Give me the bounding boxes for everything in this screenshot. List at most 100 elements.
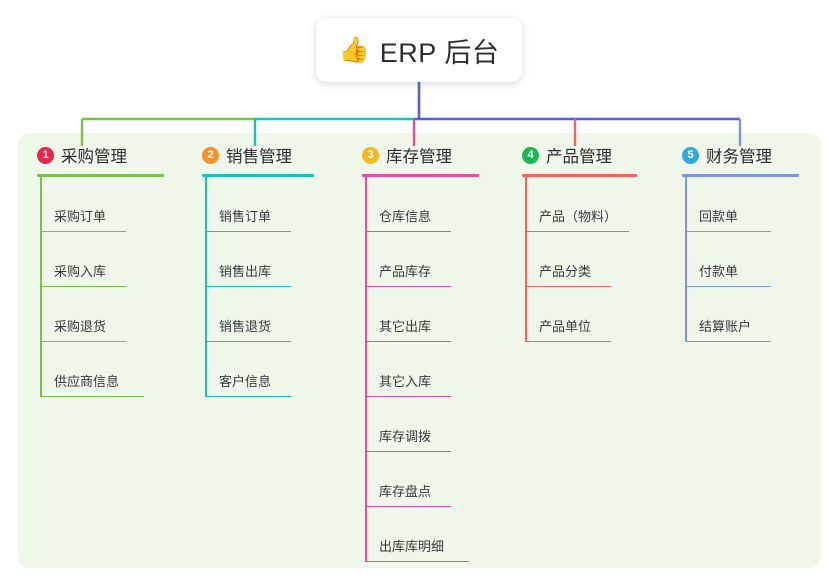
- branch-column-2: 2 销售管理销售订单销售出库销售退货客户信息: [183, 133, 343, 568]
- branch-item[interactable]: 库存调拨: [343, 397, 503, 452]
- branch-underline: [522, 174, 637, 177]
- branch-column-3: 3 库存管理仓库信息产品库存其它出库其它入库库存调拨库存盘点出库库明细: [343, 133, 503, 568]
- branch-column-4: 4 产品管理产品（物料） 产品分类产品单位: [503, 133, 663, 568]
- branch-item-label: 付款单: [699, 264, 739, 280]
- branch-item[interactable]: 库存盘点: [343, 452, 503, 507]
- branch-item-underline: [205, 285, 291, 287]
- branch-item-label: 销售订单: [219, 209, 272, 225]
- branch-spine: [40, 177, 42, 397]
- branch-item[interactable]: 采购退货: [18, 287, 183, 342]
- branch-item-label: 产品（物料）: [539, 209, 618, 225]
- branch-item[interactable]: 销售订单: [183, 177, 343, 232]
- branch-item[interactable]: 其它入库: [343, 342, 503, 397]
- branch-item-underline: [525, 340, 611, 342]
- branch-item-underline: [40, 285, 126, 287]
- root-node[interactable]: 👍 ERP 后台: [316, 18, 522, 82]
- branch-item-underline: [685, 230, 771, 232]
- branch-item-label: 采购退货: [54, 319, 107, 335]
- branch-number-badge: 4: [522, 146, 539, 164]
- branch-item-label: 出库库明细: [379, 539, 445, 555]
- branch-item-underline: [685, 285, 771, 287]
- branch-item[interactable]: 产品（物料）: [503, 177, 663, 232]
- branch-item-underline: [40, 395, 144, 397]
- branch-item-label: 产品单位: [539, 319, 592, 335]
- branch-label: 产品管理: [546, 148, 612, 166]
- branch-item[interactable]: 产品单位: [503, 287, 663, 342]
- branch-columns: 1 采购管理采购订单采购入库采购退货供应商信息 2 销售管理销售订单销售出库销售退货客…: [18, 133, 821, 568]
- branch-items: 仓库信息产品库存其它出库其它入库库存调拨库存盘点出库库明细: [343, 177, 503, 562]
- branch-item-label: 销售退货: [219, 319, 272, 335]
- branch-header-3[interactable]: 3 库存管理: [343, 133, 503, 177]
- branch-item-label: 其它入库: [379, 374, 432, 390]
- branch-label: 库存管理: [386, 148, 452, 166]
- branch-spine: [205, 177, 207, 397]
- branch-column-1: 1 采购管理采购订单采购入库采购退货供应商信息: [18, 133, 183, 568]
- branch-item-underline: [40, 230, 126, 232]
- root-title: ERP 后台: [379, 37, 500, 68]
- branch-item[interactable]: 销售退货: [183, 287, 343, 342]
- branch-item-underline: [365, 230, 451, 232]
- branch-item[interactable]: 客户信息: [183, 342, 343, 397]
- branch-item-label: 仓库信息: [379, 209, 432, 225]
- branches-panel: [18, 133, 821, 568]
- branch-number-badge: 2: [202, 146, 219, 164]
- branch-item-underline: [365, 285, 451, 287]
- branch-number-badge: 1: [37, 146, 54, 164]
- branch-number-badge: 5: [682, 146, 699, 164]
- branch-items: 销售订单销售出库销售退货客户信息: [183, 177, 343, 397]
- branch-item[interactable]: 供应商信息: [18, 342, 183, 397]
- branch-item[interactable]: 其它出库: [343, 287, 503, 342]
- thumbs-up-emoji: 👍: [338, 35, 370, 64]
- branch-spine: [525, 177, 527, 342]
- branch-item-underline: [365, 450, 451, 452]
- branch-item[interactable]: 产品库存: [343, 232, 503, 287]
- branch-items: 产品（物料） 产品分类产品单位: [503, 177, 663, 342]
- branch-item-label: 库存调拨: [379, 429, 432, 445]
- branch-item[interactable]: 结算账户: [663, 287, 821, 342]
- branch-items: 回款单付款单结算账户: [663, 177, 821, 342]
- branch-label: 采购管理: [61, 148, 127, 166]
- branch-item-label: 库存盘点: [379, 484, 432, 500]
- branch-header-1[interactable]: 1 采购管理: [18, 133, 183, 177]
- branch-item-underline: [205, 340, 291, 342]
- branch-item-underline: [365, 340, 451, 342]
- branch-item-label: 回款单: [699, 209, 739, 225]
- branch-underline: [362, 174, 479, 177]
- branch-item-underline: [685, 340, 771, 342]
- branch-item[interactable]: 销售出库: [183, 232, 343, 287]
- branch-spine: [365, 177, 367, 562]
- branch-item-label: 供应商信息: [54, 374, 120, 390]
- branch-column-5: 5 财务管理回款单付款单结算账户: [663, 133, 821, 568]
- branch-underline: [202, 174, 314, 177]
- branch-item[interactable]: 仓库信息: [343, 177, 503, 232]
- branch-spine: [685, 177, 687, 342]
- branch-item-underline: [525, 230, 629, 232]
- branch-item-label: 产品库存: [379, 264, 432, 280]
- branch-item-label: 采购订单: [54, 209, 107, 225]
- branch-item-underline: [525, 285, 611, 287]
- branch-item[interactable]: 回款单: [663, 177, 821, 232]
- branch-underline: [682, 174, 799, 177]
- branch-item-label: 销售出库: [219, 264, 272, 280]
- branch-item-underline: [365, 395, 451, 397]
- branch-item[interactable]: 采购订单: [18, 177, 183, 232]
- branch-item-underline: [205, 230, 291, 232]
- branch-item-underline: [365, 505, 451, 507]
- branch-item-label: 采购入库: [54, 264, 107, 280]
- branch-header-5[interactable]: 5 财务管理: [663, 133, 821, 177]
- branch-header-4[interactable]: 4 产品管理: [503, 133, 663, 177]
- branch-header-2[interactable]: 2 销售管理: [183, 133, 343, 177]
- branch-item[interactable]: 付款单: [663, 232, 821, 287]
- branch-item[interactable]: 采购入库: [18, 232, 183, 287]
- branch-label: 销售管理: [226, 148, 292, 166]
- branch-item-label: 其它出库: [379, 319, 432, 335]
- branch-label: 财务管理: [706, 148, 772, 166]
- branch-item-underline: [40, 340, 126, 342]
- branch-item[interactable]: 产品分类: [503, 232, 663, 287]
- branch-number-badge: 3: [362, 146, 379, 164]
- branch-item-underline: [365, 560, 469, 562]
- branch-item[interactable]: 出库库明细: [343, 507, 503, 562]
- branch-item-underline: [205, 395, 291, 397]
- branch-item-label: 产品分类: [539, 264, 592, 280]
